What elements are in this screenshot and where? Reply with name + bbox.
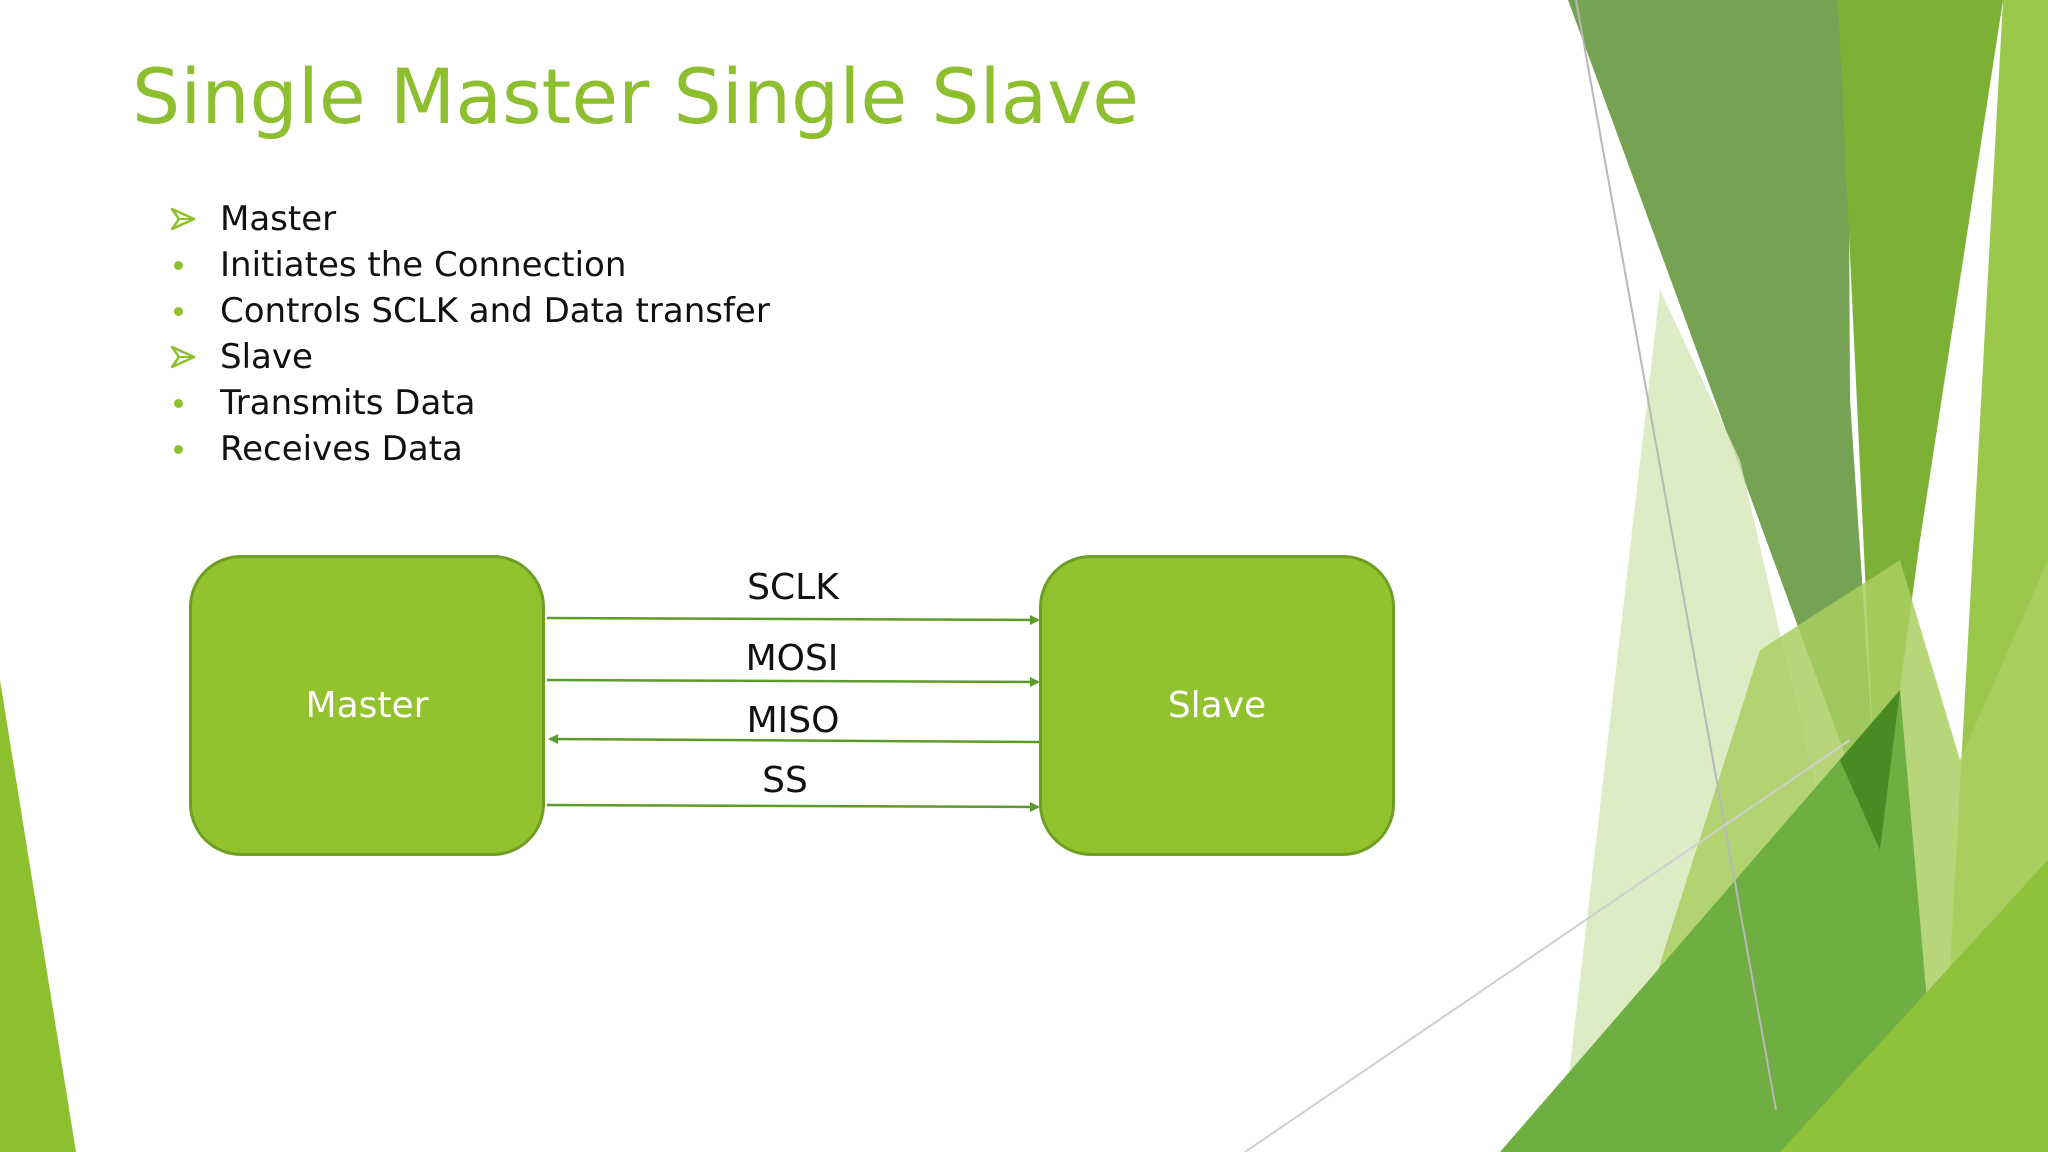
dot-icon [170,380,204,426]
miso-label: MISO [746,700,840,741]
slide-title: Single Master Single Slave [132,52,1139,141]
sclk-label: SCLK [747,567,839,608]
master-node-label: Master [305,685,429,726]
slave-node: Slave [1039,555,1395,856]
dot-icon [170,426,204,472]
arrow-check-icon [170,334,204,380]
right-shape-deep [1840,690,1900,850]
decor-line-2 [1244,739,1851,1152]
bullet-text: Transmits Data [220,383,476,423]
right-shape-dark-lower [1500,690,1940,1152]
bullet-text: Master [220,199,337,239]
master-node: Master [189,555,545,856]
dot-icon [170,242,204,288]
left-green-shape [0,680,76,1152]
bullet-text: Slave [220,337,313,377]
mosi-label: MOSI [745,638,839,679]
bullet-text: Initiates the Connection [220,245,627,285]
ss-label: SS [762,760,808,801]
decor-line-1 [1575,0,1777,1111]
miso-arrow [548,734,1040,745]
mosi-arrow [546,676,1040,687]
slave-node-label: Slave [1167,685,1267,726]
arrow-check-icon [170,196,204,242]
sclk-arrow [546,614,1040,625]
bullet-text: Controls SCLK and Data transfer [220,291,770,331]
right-shape-bright-bottom [1780,860,2048,1152]
bullet-text: Receives Data [220,429,463,469]
ss-arrow [546,801,1040,812]
dot-icon [170,288,204,334]
